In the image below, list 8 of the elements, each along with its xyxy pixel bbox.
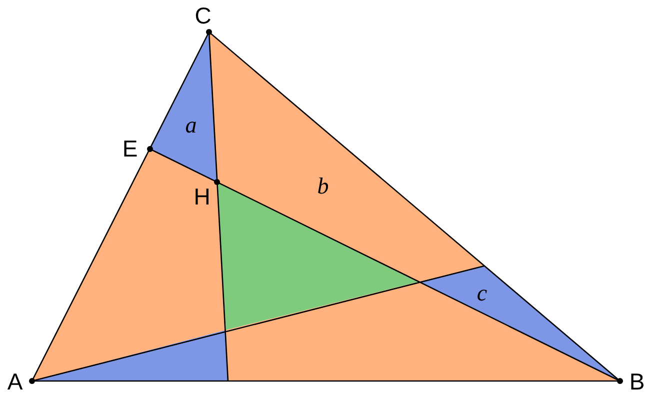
- point-label: B: [629, 370, 645, 394]
- point-label: H: [194, 186, 210, 208]
- region-label: a: [185, 114, 197, 136]
- point-label: E: [122, 138, 138, 160]
- region-label: c: [476, 282, 488, 304]
- point-label: C: [194, 4, 212, 28]
- point-label: A: [7, 370, 23, 394]
- region-label: b: [317, 174, 329, 198]
